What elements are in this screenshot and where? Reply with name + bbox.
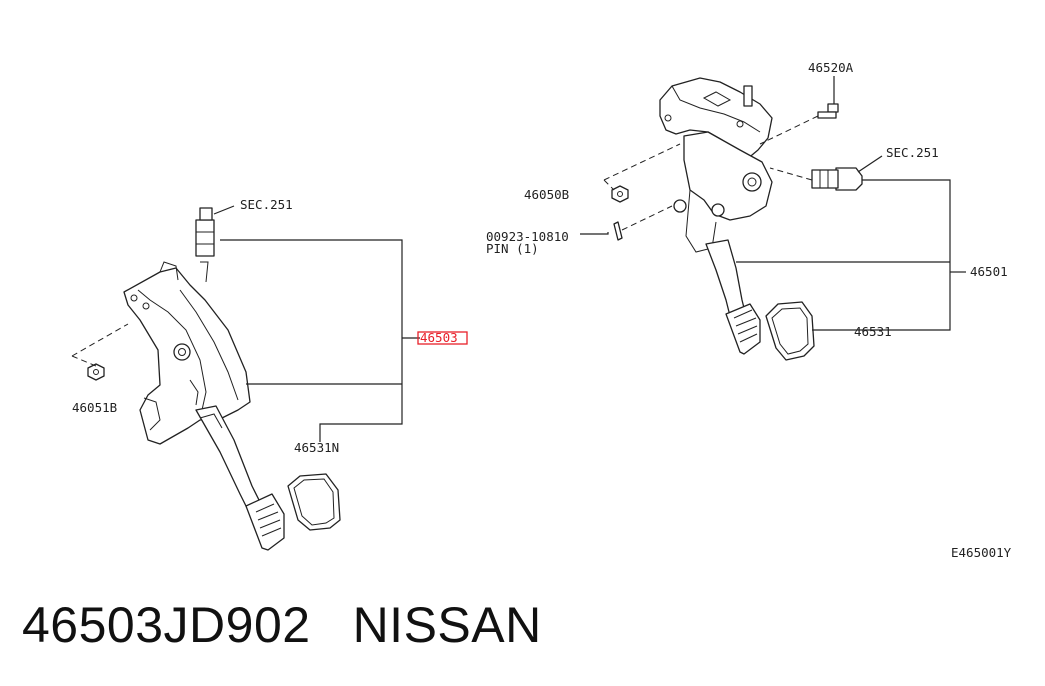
label-pin-code: 00923-10810 bbox=[486, 229, 569, 244]
label-pin-text: PIN (1) bbox=[486, 241, 539, 256]
caption-part-number: 46503JD902 bbox=[22, 597, 311, 653]
label-assy-46501: 46501 bbox=[970, 264, 1008, 279]
label-sec251-left: SEC.251 bbox=[240, 197, 293, 212]
highlight-box bbox=[417, 331, 468, 345]
label-nut-46051b: 46051B bbox=[72, 400, 117, 415]
right-leader-lines bbox=[580, 76, 966, 331]
label-bolt-46520a: 46520A bbox=[808, 60, 854, 75]
label-pad-46531: 46531 bbox=[854, 324, 892, 339]
right-pedal-assembly bbox=[603, 77, 863, 361]
caption: 46503JD902 NISSAN bbox=[22, 596, 542, 654]
label-part-46503[interactable]: 46503 bbox=[420, 330, 458, 345]
left-leader-lines bbox=[213, 205, 420, 442]
label-pad-46531n: 46531N bbox=[294, 440, 339, 455]
label-sec251-right: SEC.251 bbox=[886, 145, 939, 160]
left-pedal-assembly bbox=[71, 207, 341, 551]
label-diagram-code: E465001Y bbox=[951, 545, 1012, 560]
caption-brand: NISSAN bbox=[352, 597, 542, 653]
label-nut-46050b: 46050B bbox=[524, 187, 569, 202]
